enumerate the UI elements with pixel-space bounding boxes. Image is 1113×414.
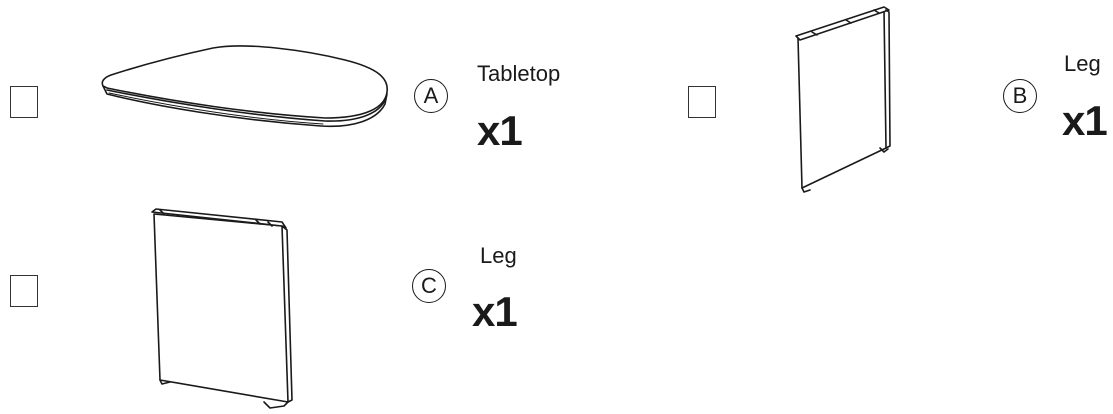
part-b-letter: B bbox=[1003, 79, 1037, 113]
part-c-letter: C bbox=[412, 269, 446, 303]
part-c-name: Leg bbox=[480, 243, 517, 268]
checkbox-part-a[interactable] bbox=[10, 86, 38, 118]
part-b-name: Leg bbox=[1064, 51, 1101, 76]
part-a-letter: A bbox=[414, 79, 448, 113]
part-a-quantity: x1 bbox=[477, 107, 523, 154]
part-b-quantity: x1 bbox=[1062, 97, 1108, 144]
part-a-name: Tabletop bbox=[477, 61, 561, 86]
leg-c-drawing bbox=[151, 208, 293, 409]
tabletop-drawing bbox=[101, 45, 388, 128]
part-c-quantity: x1 bbox=[472, 288, 518, 335]
leg-b-drawing bbox=[795, 6, 891, 193]
checkbox-part-c[interactable] bbox=[10, 275, 38, 307]
checkbox-part-b[interactable] bbox=[688, 86, 716, 118]
